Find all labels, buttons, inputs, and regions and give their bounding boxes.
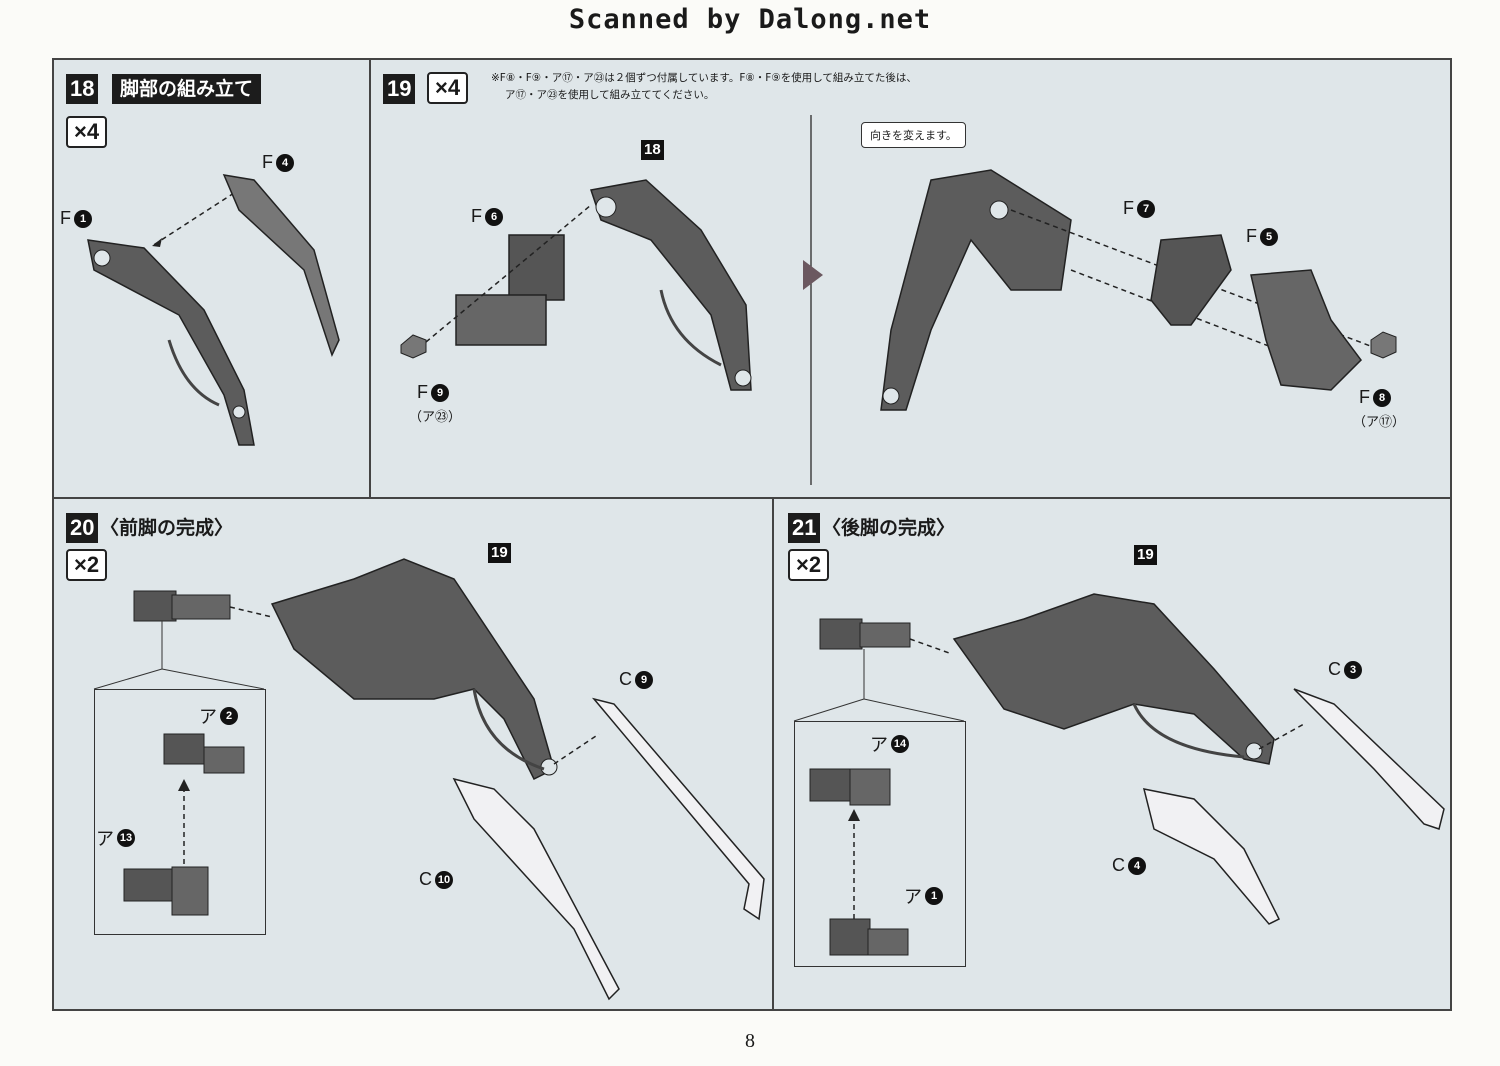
page-number: 8 (745, 1030, 755, 1052)
leg-frame-illustration (87, 174, 340, 446)
part-sub-f8: （ア⑰） (1353, 414, 1406, 429)
step-20-ref-badge: 19 (488, 543, 511, 563)
step-21-title: 〈後脚の完成〉 (822, 517, 956, 539)
step-20-title: 〈前脚の完成〉 (100, 517, 234, 539)
step-20-illustration (93, 558, 765, 1001)
step-19-illustration (400, 115, 1397, 485)
step-21-multiplier: ×2 (788, 549, 830, 581)
scan-credit: Scanned by Dalong.net (568, 4, 932, 35)
step-20-multiplier: ×2 (66, 549, 108, 581)
step-19-number: 19 (383, 74, 416, 104)
divider-vertical-bottom (772, 498, 774, 1009)
step-21-inset (794, 721, 966, 967)
divider-vertical-top (369, 60, 371, 498)
step-18-multiplier: ×4 (66, 116, 108, 148)
step-19-multiplier: ×4 (427, 72, 469, 104)
step-18-number: 18 (66, 74, 99, 104)
divider-horizontal (54, 497, 1450, 499)
step-20-number: 20 (66, 513, 99, 543)
orientation-callout: 向きを変えます。 (861, 122, 966, 148)
step-18-title: 脚部の組み立て (112, 74, 262, 104)
step-19-note-line-1: ※F⑧・F⑨・ア⑰・ア㉓は２個ずつ付属しています。F⑧・F⑨を使用して組み立てた… (491, 72, 917, 84)
step-21-illustration (793, 593, 1445, 956)
step-19-ref-badge: 18 (641, 140, 664, 160)
step-21-number: 21 (788, 513, 821, 543)
step-19-panel: 19 ×4 ※F⑧・F⑨・ア⑰・ア㉓は２個ずつ付属しています。F⑧・F⑨を使用し… (371, 60, 1450, 497)
part-sub-f9: （ア㉓） (409, 409, 462, 424)
step-19-note-line-2: ア⑰・ア㉓を使用して組み立ててください。 (505, 89, 715, 101)
step-21-ref-badge: 19 (1134, 545, 1157, 565)
